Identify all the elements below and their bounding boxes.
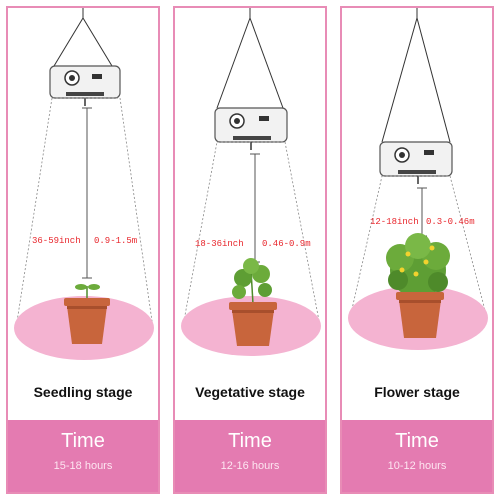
flower-panel: 12-18inch 0.3-0.46m Flower stage Time 10… bbox=[340, 6, 494, 494]
hours-label: 10-12 hours bbox=[387, 460, 447, 472]
time-bar: Time 15-18 hours bbox=[8, 420, 158, 492]
vegetative-illustration: 18-36inch 0.46-0.9m bbox=[181, 8, 321, 356]
plant-icon bbox=[386, 233, 450, 298]
time-bar: Time 12-16 hours bbox=[175, 420, 325, 492]
stage-title: Vegetative stage bbox=[195, 384, 305, 400]
grow-light-icon bbox=[379, 141, 453, 184]
time-label: Time bbox=[61, 430, 105, 452]
grow-light-icon bbox=[214, 107, 288, 150]
distance-inch-label: 12-18inch bbox=[370, 217, 419, 227]
hours-label: 12-16 hours bbox=[220, 460, 280, 472]
flower-illustration: 12-18inch 0.3-0.46m bbox=[348, 8, 488, 350]
distance-m-label: 0.9-1.5m bbox=[94, 236, 137, 246]
plant-icon bbox=[232, 258, 272, 305]
grow-light-icon bbox=[49, 65, 121, 106]
pot-icon bbox=[64, 298, 110, 344]
seedling-panel: 36-59inch 0.9-1.5m Seedling stage Time 1… bbox=[6, 6, 160, 494]
plant-icon bbox=[75, 284, 100, 300]
distance-inch-label: 36-59inch bbox=[32, 236, 81, 246]
time-label: Time bbox=[395, 430, 439, 452]
stage-title: Flower stage bbox=[374, 384, 460, 400]
time-label: Time bbox=[228, 430, 272, 452]
pot-icon bbox=[396, 292, 444, 338]
distance-m-label: 0.46-0.9m bbox=[262, 239, 311, 249]
vegetative-panel: 18-36inch 0.46-0.9m Vegetative stage Tim… bbox=[173, 6, 327, 494]
stage-title: Seedling stage bbox=[33, 384, 133, 400]
hours-label: 15-18 hours bbox=[53, 460, 113, 472]
pot-icon bbox=[229, 302, 277, 346]
distance-m-label: 0.3-0.46m bbox=[426, 217, 475, 227]
distance-inch-label: 18-36inch bbox=[195, 239, 244, 249]
seedling-illustration: 36-59inch 0.9-1.5m bbox=[14, 8, 154, 360]
time-bar: Time 10-12 hours bbox=[342, 420, 492, 492]
